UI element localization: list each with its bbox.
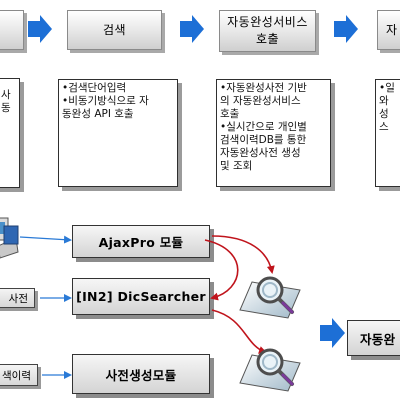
history-source-box: 색이력 [0, 364, 38, 386]
autocomplete-module-label: 자동완 [360, 331, 396, 347]
desc-line: 및 조회 [220, 160, 253, 172]
curve-ajaxpro-to-search-icon [211, 235, 275, 274]
desc-line: 성 [379, 108, 389, 120]
desc-line: 검색이력DB를 통한 [220, 134, 307, 146]
autocomplete-arrow [320, 318, 345, 348]
desc-box-autocomplete: •자동완성사전 기반 의 자동완성서비스 호출 •실시간으로 개인별 검색이력D… [216, 79, 331, 187]
desc-line: 호출 [220, 108, 240, 120]
desc-line: •비동기방식으로 자 [62, 95, 149, 107]
dicsearcher-module-label: [IN2] DicSearcher [76, 289, 206, 304]
computer-icon [0, 217, 19, 259]
step-box-4: 자 [377, 10, 400, 50]
step-label-search: 검색 [102, 22, 127, 37]
search-document-icon [239, 276, 301, 319]
autocomplete-module: 자동완 [347, 320, 400, 356]
dictionary-source-label: 사전 [8, 292, 28, 305]
history-source-label: 색이력 [2, 369, 31, 382]
step-label-autocomplete-line1: 자동완성서비스 [227, 15, 308, 29]
step-box-autocomplete-call: 자동완성서비스 호출 [219, 10, 316, 52]
step-arrow-1 [28, 15, 52, 43]
desc-line: •실시간으로 개인별 [220, 121, 307, 133]
desc-line: 의 자동완성서비스 [220, 95, 301, 107]
desc-line: 와 [379, 95, 389, 107]
desc-box-4: •일 와 성 스 [375, 79, 400, 187]
desc-box-1: 사 동 [0, 78, 20, 188]
curve-dicsearcher-to-search-icon [211, 309, 267, 354]
dictionary-source-box: 사전 [0, 288, 35, 308]
desc-line: •자동완성사전 기반 [220, 82, 307, 94]
step-box-1 [0, 10, 24, 50]
step-label-autocomplete-line2: 호출 [255, 32, 280, 46]
desc-line: 스 [379, 121, 389, 133]
ajaxpro-module-label: AjaxPro 모듈 [98, 235, 184, 250]
dictionary-generation-module-label: 사전생성모듈 [105, 367, 177, 383]
search-document-icon [239, 348, 301, 392]
step-box-search: 검색 [67, 10, 162, 50]
step-label-4: 자 [386, 22, 398, 37]
connector-client-ajaxpro [19, 235, 72, 244]
dicsearcher-module: [IN2] DicSearcher [72, 278, 210, 315]
desc-box-search: •검색단어입력 •비동기방식으로 자 동완성 API 호출 [58, 79, 178, 187]
desc-line: 동 [1, 102, 11, 114]
curve-ajaxpro-to-dicsearcher [204, 239, 239, 301]
dictionary-generation-module: 사전생성모듈 [72, 354, 210, 394]
desc-line: •일 [379, 82, 395, 94]
step-arrow-3 [334, 15, 358, 43]
ajaxpro-module: AjaxPro 모듈 [72, 225, 210, 258]
desc-line: 자동완성사전 생성 [220, 147, 301, 159]
desc-line: 동완성 API 호출 [62, 108, 134, 120]
desc-line: 사 [1, 89, 11, 101]
desc-line: •검색단어입력 [62, 82, 127, 94]
step-arrow-2 [180, 15, 204, 43]
